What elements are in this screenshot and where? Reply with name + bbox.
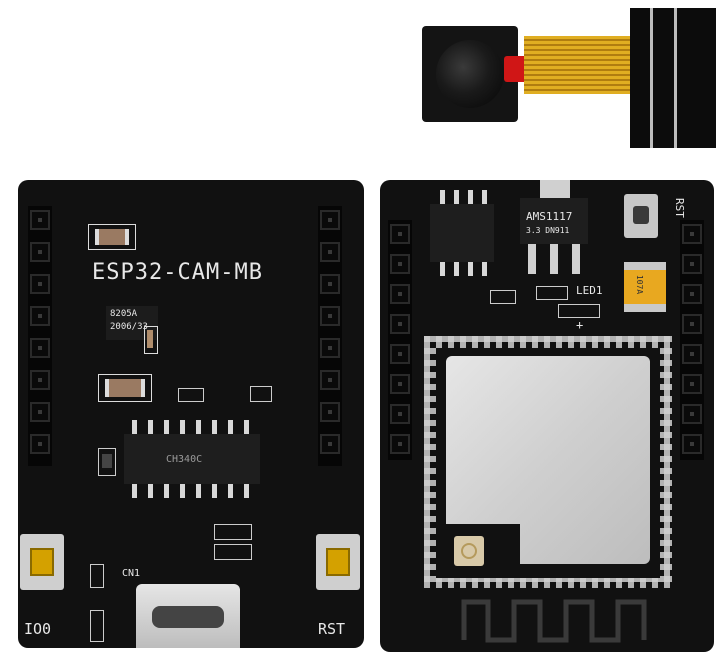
cam-left-header-row <box>388 220 412 460</box>
ams-label: AMS1117 <box>526 210 573 223</box>
io0-button-cap <box>30 548 54 576</box>
smd-vertical-1 <box>90 564 104 588</box>
cn1-label: CN1 <box>122 568 141 579</box>
small-resistor <box>144 326 158 354</box>
micro-usb-port[interactable] <box>136 584 240 648</box>
rst-button-left-cap <box>326 548 350 576</box>
smd-pair-lower-1 <box>214 524 252 540</box>
rst-button-right[interactable] <box>624 194 658 238</box>
smd-near-led-3 <box>558 304 600 318</box>
camera-flex-cable <box>524 36 636 94</box>
camera-module <box>418 8 718 148</box>
rst-button-left[interactable] <box>316 534 360 590</box>
smd-near-led-2 <box>536 286 568 300</box>
io0-button[interactable] <box>20 534 64 590</box>
io0-label: IO0 <box>24 620 52 638</box>
ch340c-label: CH340C <box>166 454 203 465</box>
usb-opening <box>152 606 224 628</box>
capacitor-middle <box>98 374 152 402</box>
pcb-antenna <box>461 599 647 643</box>
smd-pad-pair-2 <box>250 386 272 402</box>
ams1117-regulator: AMS1117 3.3 DN911 <box>520 180 588 284</box>
tantalum-capacitor: 107A <box>624 262 666 312</box>
diode-left <box>98 448 116 476</box>
board-name-label: ESP32-CAM-MB <box>92 260 263 285</box>
rst-label-right: RST <box>673 198 686 218</box>
right-header-row <box>318 206 342 466</box>
capacitor-top <box>88 224 136 250</box>
camera-lens <box>436 40 504 108</box>
tantalum-label: 107A <box>635 274 645 295</box>
left-header-row <box>28 206 52 466</box>
camera-lens-housing <box>422 26 518 122</box>
esp32-cam-board: AMS1117 3.3 DN911 RST 107A LED1 + <box>380 180 714 652</box>
rst-button-right-cap <box>633 206 649 224</box>
ams-sub-label: 3.3 DN911 <box>526 226 570 235</box>
smd-pad-pair-1 <box>178 388 204 402</box>
antenna-connector <box>454 536 484 566</box>
regulator-label-1: 8205A <box>110 309 138 319</box>
smd-pair-lower-2 <box>214 544 252 560</box>
regulator-label-2: 2006/33 <box>110 322 148 332</box>
smd-near-led-1 <box>490 290 516 304</box>
cam-right-header-row <box>680 220 704 460</box>
smd-vertical-2 <box>90 610 104 642</box>
led-label: LED1 <box>576 284 603 297</box>
camera-connector-end <box>630 8 716 148</box>
plus-mark: + <box>576 318 584 332</box>
ch340c-chip: CH340C <box>124 420 260 500</box>
rst-label-left: RST <box>318 620 346 638</box>
esp32-cam-mb-board: ESP32-CAM-MB 8205A 2006/33 CH340C IO0 RS… <box>18 180 364 648</box>
psram-chip <box>430 190 494 286</box>
